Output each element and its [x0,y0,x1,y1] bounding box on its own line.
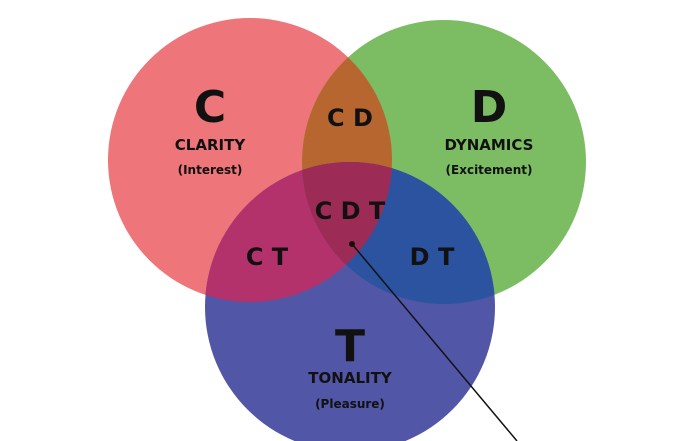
pointer-dot [349,241,355,247]
clarity-subtitle: (Interest) [178,163,243,177]
tonality-letter: T [335,321,365,372]
tonality-title: TONALITY [308,369,393,387]
cd-label: C D [327,104,373,132]
cdt-label: C D T [315,197,386,225]
dt-label: D T [410,243,455,271]
dynamics-title: DYNAMICS [445,136,534,154]
clarity-title: CLARITY [175,136,247,154]
clarity-letter: C [194,82,226,133]
ct-label: C T [246,243,289,271]
dt-overlap [302,162,495,304]
ct-overlap [205,162,392,302]
dynamics-letter: D [471,82,508,133]
tonality-subtitle: (Pleasure) [315,397,385,411]
pointer-line [351,243,518,441]
dynamics-subtitle: (Excitement) [446,163,533,177]
